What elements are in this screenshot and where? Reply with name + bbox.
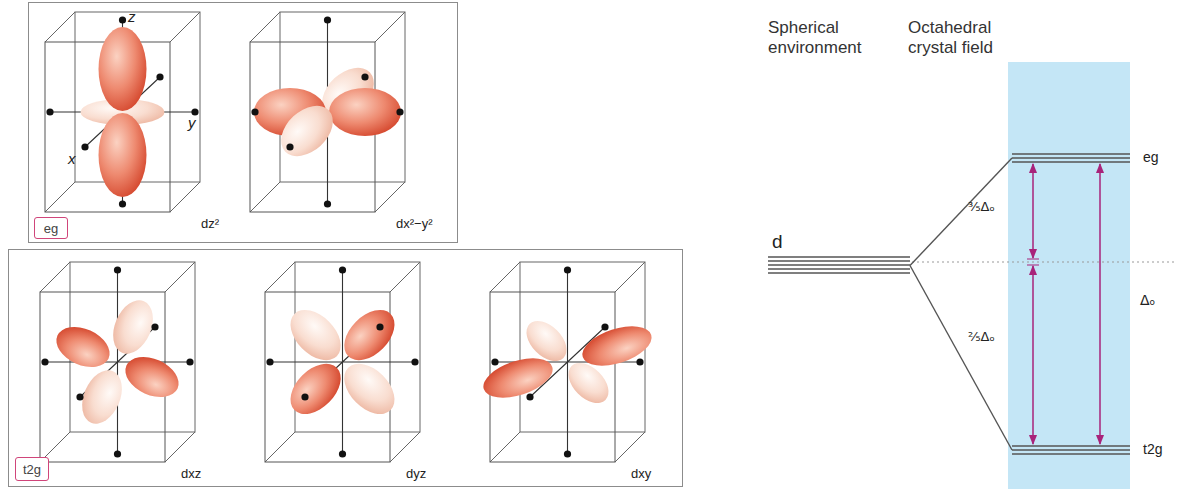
cube (45, 12, 200, 212)
crystal-field-band (1008, 62, 1130, 489)
orbital-lobe (335, 354, 404, 423)
level-label: d (772, 231, 783, 253)
energy-arrow (1032, 266, 1034, 444)
orbital-lobe (281, 300, 350, 369)
energy-level: t2g (1012, 445, 1130, 455)
level-label: eg (1143, 149, 1159, 165)
orbital-lobe (561, 355, 616, 410)
eg-level-lines (1012, 154, 1130, 162)
splitting-line (910, 158, 1012, 266)
orbital-lobe (271, 96, 342, 166)
orbital-lobe (335, 300, 404, 369)
tag-text: eg (44, 221, 58, 236)
orbital-lobe (119, 349, 185, 405)
orbital-lobe (50, 319, 116, 375)
orbital-lobe (329, 88, 401, 136)
orbital-lobe (99, 113, 147, 197)
orbital-dx2-y2 (250, 12, 405, 212)
d-level-lines (768, 257, 910, 273)
splitting-label: Δₒ (1140, 292, 1155, 308)
orbital-label: dxy (631, 467, 651, 482)
cube (250, 12, 405, 212)
axis-label: z (128, 8, 136, 25)
energy-fraction: ⅗Δₒ (968, 200, 995, 215)
energy-arrow (1099, 164, 1101, 444)
t2g-level-lines (1012, 446, 1130, 454)
orbital-label: dz² (201, 217, 219, 232)
orbital-lobe (281, 354, 350, 423)
orbital-dxz (40, 262, 195, 462)
orbital-lobe (479, 351, 558, 406)
energy-level: eg (1012, 153, 1130, 163)
axis-label: x (68, 150, 76, 167)
orbital-dz2 (45, 12, 200, 212)
orbital-label: dxz (181, 467, 201, 482)
symmetry-tag: eg (34, 217, 68, 239)
symmetry-tag: t2g (15, 457, 49, 481)
column-heading: Spherical environment (768, 18, 880, 57)
orbital-dxy (479, 262, 657, 462)
axis-label: y (188, 114, 196, 131)
level-label: t2g (1143, 441, 1162, 457)
orbital-panel: dxz dyz dxy t2g (8, 249, 683, 487)
tag-text: t2g (23, 462, 41, 477)
splitting-line (910, 266, 1012, 451)
ligands (491, 266, 643, 457)
column-heading: Octahedral crystal field (908, 18, 1020, 57)
orbital-lobe (578, 319, 657, 374)
orbital-label: dx²−y² (396, 217, 432, 232)
ligands (41, 266, 193, 457)
orbital-lobe (99, 27, 147, 111)
energy-level: d (768, 257, 910, 274)
cube (40, 262, 195, 462)
ligands (46, 16, 198, 207)
energy-arrow (1032, 164, 1034, 258)
ligands (266, 266, 418, 457)
barycenter-line (912, 261, 1177, 262)
ligands (251, 16, 403, 207)
orbital-panel: dz² dx²−y² eg (28, 2, 458, 243)
cube (265, 262, 420, 462)
orbital-dyz (265, 262, 420, 462)
energy-fraction: ⅖Δₒ (968, 330, 995, 345)
arrow-tick (1027, 259, 1039, 265)
orbital-label: dyz (406, 467, 426, 482)
